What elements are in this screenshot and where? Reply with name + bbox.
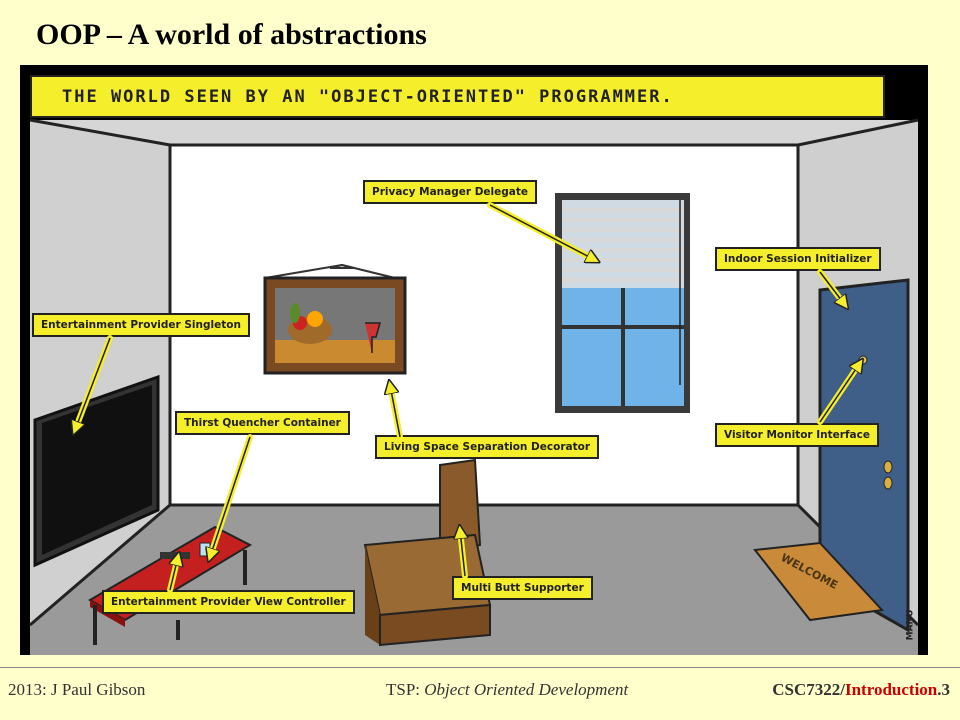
footer-course-code: CSC7322/ <box>772 680 845 699</box>
comic-illustration: THE WORLD SEEN BY AN "OBJECT-ORIENTED" P… <box>20 65 928 655</box>
label-visitor-monitor: Visitor Monitor Interface <box>715 423 879 447</box>
comic-banner: THE WORLD SEEN BY AN "OBJECT-ORIENTED" P… <box>30 75 885 118</box>
footer-course-prefix: TSP: <box>386 680 425 699</box>
doormat <box>753 541 885 622</box>
label-view-controller: Entertainment Provider View Controller <box>102 590 355 614</box>
footer-course-title: TSP: Object Oriented Development <box>386 680 628 700</box>
footer-section: Introduction <box>844 680 938 699</box>
footer-course-name: Object Oriented Development <box>424 680 629 699</box>
footer-page-number: .3 <box>937 680 950 699</box>
label-entertainment-singleton: Entertainment Provider Singleton <box>32 313 250 337</box>
sofa <box>439 458 482 557</box>
slide-title: OOP – A world of abstractions <box>36 18 427 51</box>
label-living-space: Living Space Separation Decorator <box>375 435 600 459</box>
label-multi-butt: Multi Butt Supporter <box>452 576 593 600</box>
ceiling <box>30 120 918 145</box>
artist-signature: MANU <box>905 609 916 641</box>
label-indoor-session: Indoor Session Initializer <box>715 247 881 271</box>
footer-slide-ref: CSC7322/Introduction.3 <box>772 680 950 700</box>
footer-divider <box>0 667 960 668</box>
label-privacy-manager: Privacy Manager Delegate <box>363 180 537 204</box>
footer-author: 2013: J Paul Gibson <box>8 680 146 699</box>
label-thirst-quencher: Thirst Quencher Container <box>175 411 350 435</box>
